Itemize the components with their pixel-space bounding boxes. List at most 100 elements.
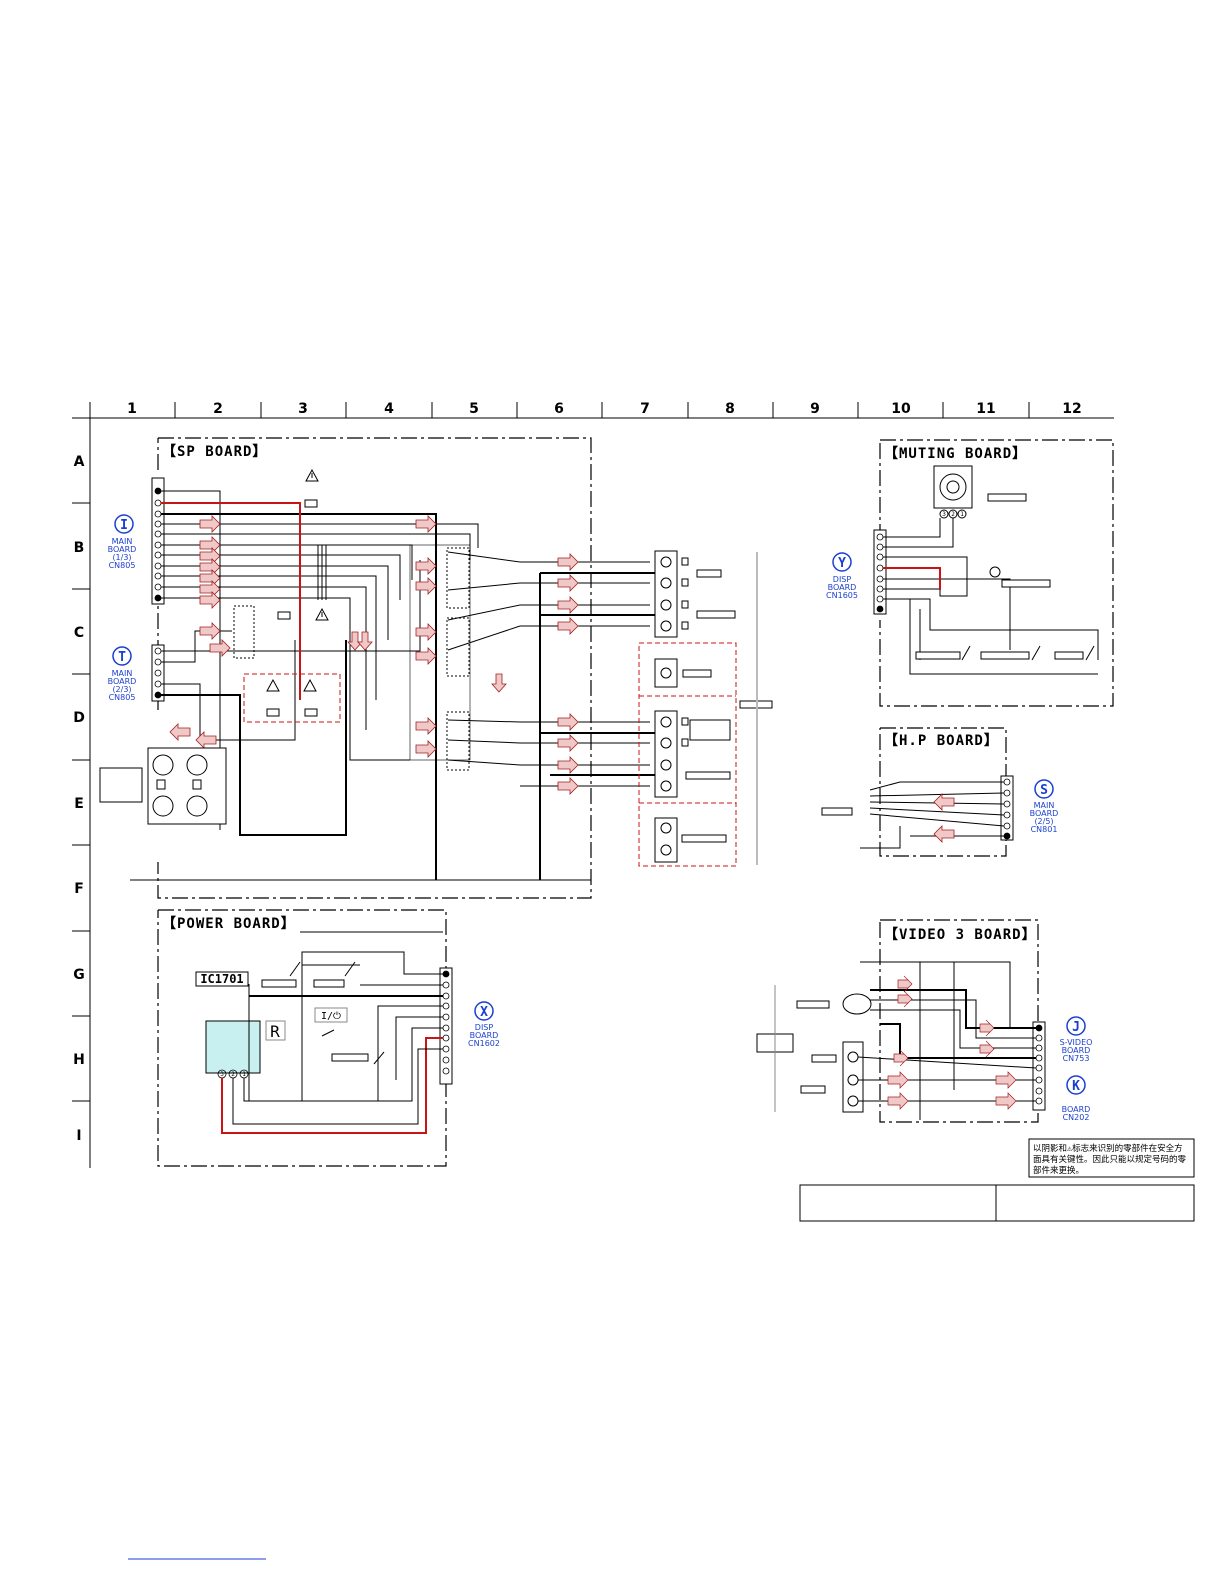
- grid-row-a: A: [74, 454, 85, 470]
- connector-cn753-cn202: [1032, 1021, 1046, 1111]
- signal-arrows: [933, 793, 955, 843]
- label-box: [261, 979, 297, 988]
- svg-text:BOARD: BOARD: [1062, 1046, 1091, 1055]
- grid-row-e: E: [74, 796, 84, 812]
- grid-row-labels: A B C D E F G H I: [73, 454, 85, 1144]
- svg-text:BOARD: BOARD: [1062, 1105, 1091, 1114]
- safety-note: 以阴影和⚠标志来识别的零部件在安全方 面具有关键性。因此只能以规定号码的零 部件…: [1028, 1138, 1195, 1178]
- led-icon: [989, 566, 1001, 578]
- grid-row-g: G: [73, 967, 85, 983]
- label-box: [915, 651, 961, 660]
- svg-text:CN753: CN753: [1063, 1054, 1090, 1063]
- relay-group: [409, 544, 471, 761]
- power-board: 【POWER BOARD】 IC1701 R 3 2 1: [157, 909, 453, 1167]
- svg-text:K: K: [1072, 1079, 1080, 1094]
- svg-text:DISP: DISP: [833, 575, 852, 584]
- connector-ref-x: X DISP BOARD CN1602: [468, 1001, 500, 1048]
- safety-note-line-2: 面具有关键性。因此只能以规定号码的零: [1033, 1154, 1187, 1165]
- label-box: [99, 767, 143, 803]
- ic-pin-2: 2: [231, 1071, 235, 1078]
- svg-text:X: X: [480, 1005, 488, 1020]
- label-box: [1054, 651, 1084, 660]
- remote-letter: R: [270, 1022, 280, 1041]
- grid-col-4: 4: [384, 401, 394, 417]
- ic-pin-1: 1: [242, 1071, 246, 1078]
- relay-box: [233, 547, 470, 771]
- switch-icon: [961, 645, 1095, 661]
- pot-pin-2: 2: [951, 511, 955, 518]
- ic1701-label-box: [195, 971, 249, 987]
- svg-text:T: T: [118, 650, 126, 665]
- remote-sensor-ic: [205, 1020, 261, 1074]
- label-box: [313, 979, 345, 988]
- sp-power-line-red: [161, 502, 301, 700]
- svg-text:MAIN: MAIN: [1034, 801, 1055, 810]
- label-box: [811, 1054, 837, 1063]
- s-video-jack-icon: [842, 993, 872, 1015]
- grid-col-11: 11: [976, 401, 995, 417]
- ic-pin-3: 3: [220, 1071, 224, 1078]
- svg-text:I: I: [120, 518, 128, 533]
- svg-text:DISP: DISP: [475, 1023, 494, 1032]
- connector-cn801: [1000, 775, 1014, 841]
- safety-note-line-1: 以阴影和⚠标志来识别的零部件在安全方: [1033, 1143, 1183, 1154]
- grid-col-1: 1: [127, 401, 137, 417]
- warning-icon: [266, 678, 317, 692]
- power-board-title: 【POWER BOARD】: [162, 916, 296, 932]
- svg-text:MAIN: MAIN: [112, 669, 133, 678]
- title-block: [799, 1184, 1195, 1222]
- sp-board: 【SP BOARD】: [99, 437, 660, 899]
- hp-board-title: 【H.P BOARD】: [884, 733, 999, 749]
- svg-text:(1/3): (1/3): [112, 553, 131, 562]
- svg-text:BOARD: BOARD: [828, 583, 857, 592]
- pot-pin-1: 1: [960, 511, 964, 518]
- power-symbol: I/⏻: [321, 1011, 341, 1022]
- connector-ref-t: T MAIN BOARD (2/3) CN805: [108, 646, 136, 702]
- svg-text:Y: Y: [838, 556, 846, 571]
- grid-col-8: 8: [725, 401, 735, 417]
- connector-ref-i: I MAIN BOARD (1/3) CN805: [108, 514, 136, 570]
- connector-ref-k: K BOARD CN202: [1062, 1075, 1091, 1122]
- svg-text:CN1602: CN1602: [468, 1039, 500, 1048]
- muting-board-title: 【MUTING BOARD】: [884, 446, 1027, 462]
- signal-arrows: [887, 975, 1017, 1110]
- grid-frame: [72, 402, 1114, 1168]
- video3-board: 【VIDEO 3 BOARD】: [756, 919, 1046, 1123]
- grid-row-h: H: [73, 1052, 85, 1068]
- safety-note-line-3: 部件来更换。: [1033, 1165, 1084, 1176]
- grid-col-12: 12: [1062, 401, 1081, 417]
- fuse: [304, 499, 318, 508]
- label-box: [796, 1000, 830, 1009]
- grid-col-3: 3: [298, 401, 308, 417]
- connector-ref-j: J S-VIDEO BOARD CN753: [1060, 1016, 1092, 1063]
- grid-row-i: I: [76, 1128, 81, 1144]
- svg-text:CN1605: CN1605: [826, 591, 858, 600]
- svg-text:(2/5): (2/5): [1034, 817, 1053, 826]
- capacitor: [317, 545, 327, 600]
- svg-text:BOARD: BOARD: [1030, 809, 1059, 818]
- grid-row-c: C: [74, 625, 84, 641]
- connector-ref-y: Y DISP BOARD CN1605: [826, 552, 858, 600]
- fuse: [266, 708, 280, 717]
- svg-text:CN801: CN801: [1031, 825, 1058, 834]
- label-box: [800, 1085, 826, 1094]
- svg-text:CN805: CN805: [109, 693, 136, 702]
- grid-row-d: D: [73, 710, 85, 726]
- grid-col-5: 5: [469, 401, 479, 417]
- grid-row-f: F: [74, 881, 84, 897]
- label-box: [821, 807, 853, 816]
- speaker-terminal-jacks: [152, 754, 208, 817]
- connector-cn805-2: [151, 644, 165, 702]
- label-box: [1001, 579, 1051, 588]
- fuse: [277, 611, 291, 620]
- grid-column-labels: 1 2 3 4 5 6 7 8 9 10 11 12: [127, 401, 1082, 417]
- connector-ref-s: S MAIN BOARD (2/5) CN801: [1030, 779, 1059, 834]
- fuse-box: [243, 673, 341, 723]
- svg-text:BOARD: BOARD: [470, 1031, 499, 1040]
- ic1701-label: IC1701: [200, 972, 243, 986]
- label-box: [987, 493, 1027, 502]
- muting-board: 【MUTING BOARD】 3 2 1: [873, 439, 1114, 707]
- speaker-terminal: [147, 747, 227, 825]
- svg-text:MAIN: MAIN: [112, 537, 133, 546]
